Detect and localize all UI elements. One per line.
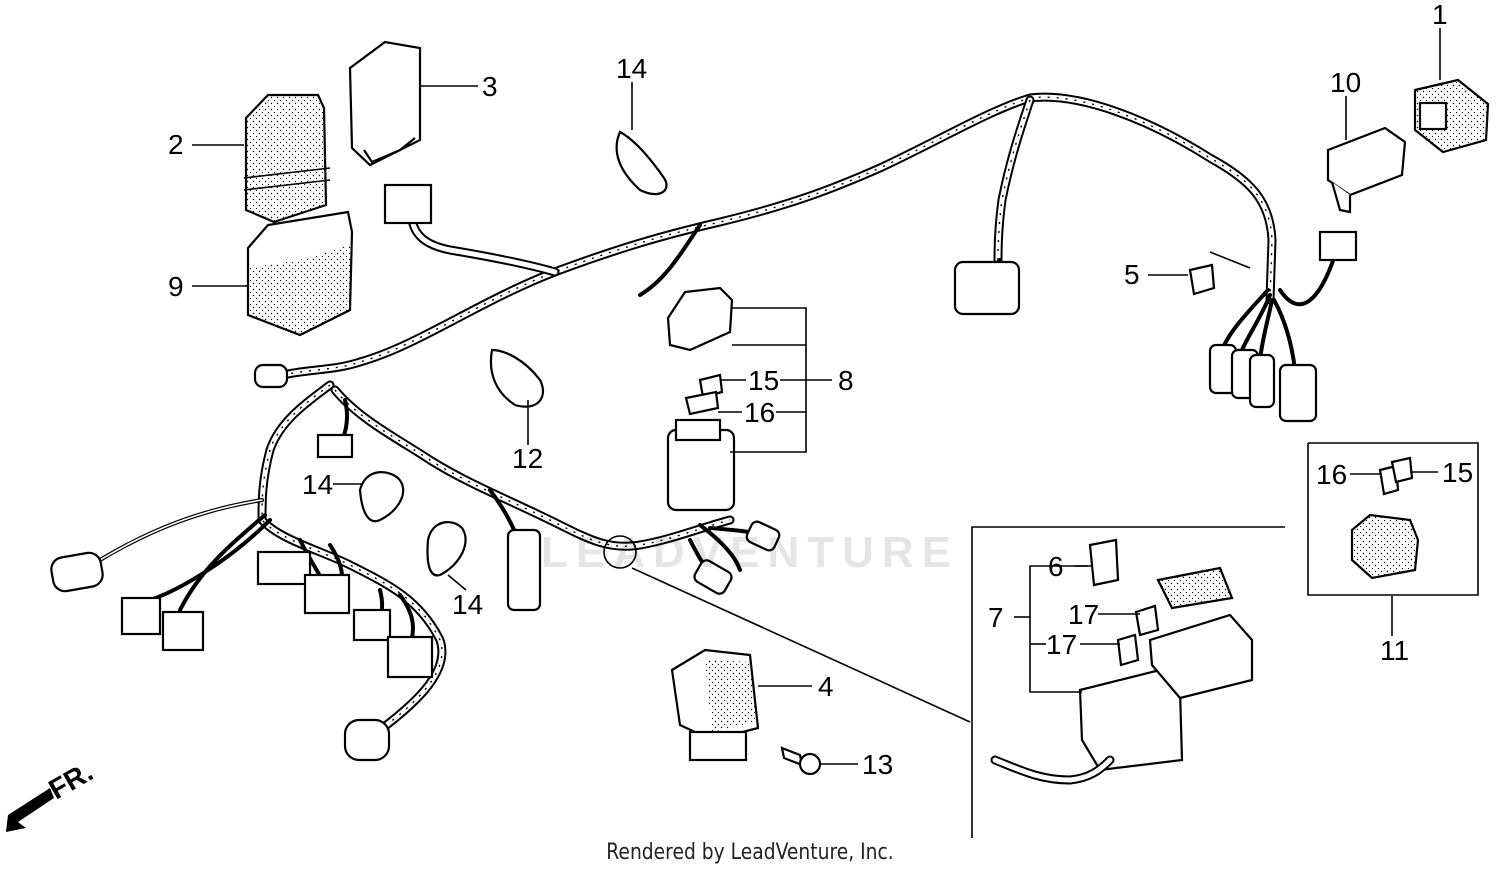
callout-13: 13	[862, 749, 893, 780]
callout-15-center: 15	[748, 365, 779, 396]
part-8-relay	[666, 286, 734, 416]
callout-1: 1	[1432, 0, 1448, 30]
part-4-regulator	[670, 648, 760, 762]
credit-line: Rendered by LeadVenture, Inc.	[606, 840, 894, 865]
callout-8: 8	[838, 365, 854, 396]
callout-15-inset: 15	[1442, 457, 1473, 488]
callout-14-left: 14	[302, 469, 333, 500]
part-2-relay	[243, 93, 331, 224]
part-13-screw	[780, 746, 822, 776]
callout-2: 2	[168, 129, 184, 160]
callout-6: 6	[1048, 551, 1064, 582]
front-arrow-icon	[6, 788, 54, 832]
callout-16-inset: 16	[1316, 459, 1347, 490]
part-5-fuse	[1188, 263, 1216, 296]
callout-7: 7	[988, 602, 1004, 633]
callout-11: 11	[1380, 635, 1409, 666]
callout-4: 4	[818, 671, 834, 702]
part-1-cover	[1413, 78, 1490, 154]
part-11-cover	[1350, 456, 1420, 580]
part-10-unit	[1326, 126, 1407, 214]
connector-shapes	[50, 183, 1358, 762]
callout-14-top: 14	[616, 53, 647, 84]
callout-14-bottom: 14	[452, 589, 483, 620]
callout-3: 3	[482, 71, 498, 102]
callout-16-center: 16	[744, 397, 775, 428]
callout-9: 9	[168, 271, 184, 302]
leader-lines	[192, 28, 1479, 838]
watermark-text: LEADVENTURE	[540, 528, 960, 577]
callout-12: 12	[512, 443, 543, 474]
callout-17-lower: 17	[1046, 629, 1077, 660]
callout-5: 5	[1124, 259, 1140, 290]
part-9-cover	[246, 210, 354, 337]
band-clamps	[358, 130, 668, 577]
callout-10: 10	[1330, 67, 1361, 98]
part-3-control-unit	[348, 40, 422, 167]
part-7-fuse-box	[990, 566, 1254, 785]
callout-17-upper: 17	[1068, 599, 1099, 630]
part-6-fuse	[1088, 538, 1120, 587]
